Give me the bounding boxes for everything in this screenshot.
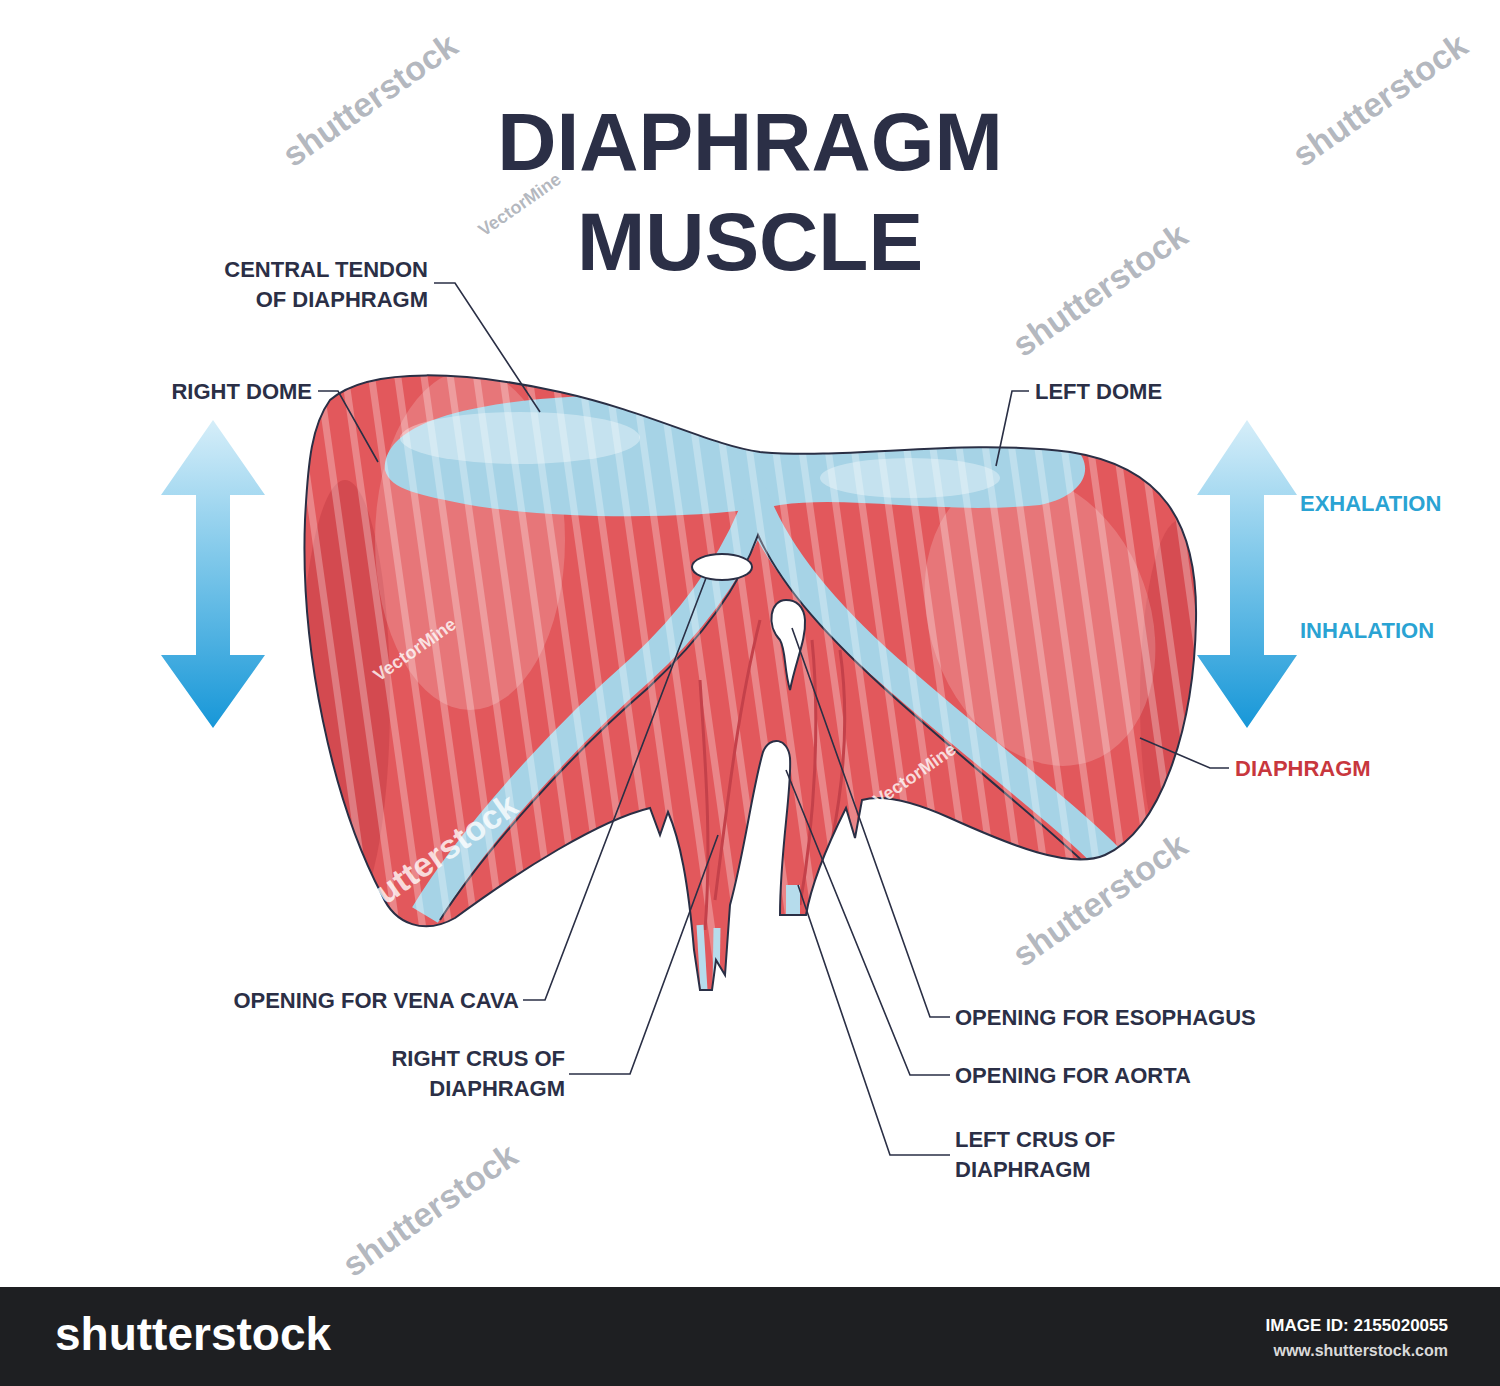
watermark: shutterstock xyxy=(1005,216,1195,365)
vena-cava-opening xyxy=(692,554,752,580)
crus-tendon xyxy=(716,928,717,988)
brand-logo: shutterstock xyxy=(55,1307,331,1361)
tendon-highlight xyxy=(400,412,640,464)
leader-line xyxy=(569,835,718,1074)
part-label: RIGHT CRUS OF DIAPHRAGM xyxy=(385,1044,565,1104)
part-label: OPENING FOR ESOPHAGUS xyxy=(955,1003,1256,1033)
leader-line xyxy=(1140,738,1229,768)
breathing-arrow xyxy=(1197,420,1297,728)
phase-label: EXHALATION xyxy=(1300,489,1441,519)
footer-band: shutterstock IMAGE ID: 2155020055 www.shut… xyxy=(0,1287,1500,1386)
muscle-striations xyxy=(0,300,1500,1020)
crus-fiber xyxy=(800,640,816,905)
tendon-highlight xyxy=(820,458,1000,498)
leader-line xyxy=(792,628,950,1017)
watermark: shutterstock xyxy=(275,26,465,175)
crus-fiber xyxy=(715,620,760,900)
crus-fiber xyxy=(700,680,708,930)
breathing-arrow xyxy=(161,420,265,728)
part-label: OPENING FOR VENA CAVA xyxy=(233,986,519,1016)
part-label: OPENING FOR AORTA xyxy=(955,1061,1191,1091)
leader-line xyxy=(798,885,950,1155)
watermark: shutterstock xyxy=(335,1136,525,1285)
phase-label: INHALATION xyxy=(1300,616,1434,646)
part-label: DIAPHRAGM xyxy=(1235,754,1371,784)
part-label: LEFT DOME xyxy=(1035,377,1162,407)
part-label: RIGHT DOME xyxy=(171,377,312,407)
part-label: CENTRAL TENDON OF DIAPHRAGM xyxy=(203,255,428,315)
crus-tendon xyxy=(786,885,800,915)
watermark: shutterstock xyxy=(1285,26,1475,175)
crus-tendon xyxy=(700,925,704,990)
diaphragm-muscle xyxy=(0,300,1500,1020)
site-url: www.shutterstock.com xyxy=(1273,1342,1448,1360)
leader-line xyxy=(318,391,378,462)
leader-line xyxy=(523,578,706,1000)
part-label: LEFT CRUS OF DIAPHRAGM xyxy=(955,1125,1135,1185)
leader-line xyxy=(996,391,1029,466)
leader-line xyxy=(434,283,540,412)
image-id: IMAGE ID: 2155020055 xyxy=(1266,1316,1448,1336)
esophagus-opening xyxy=(771,600,805,690)
muscle-outline xyxy=(304,375,1196,990)
